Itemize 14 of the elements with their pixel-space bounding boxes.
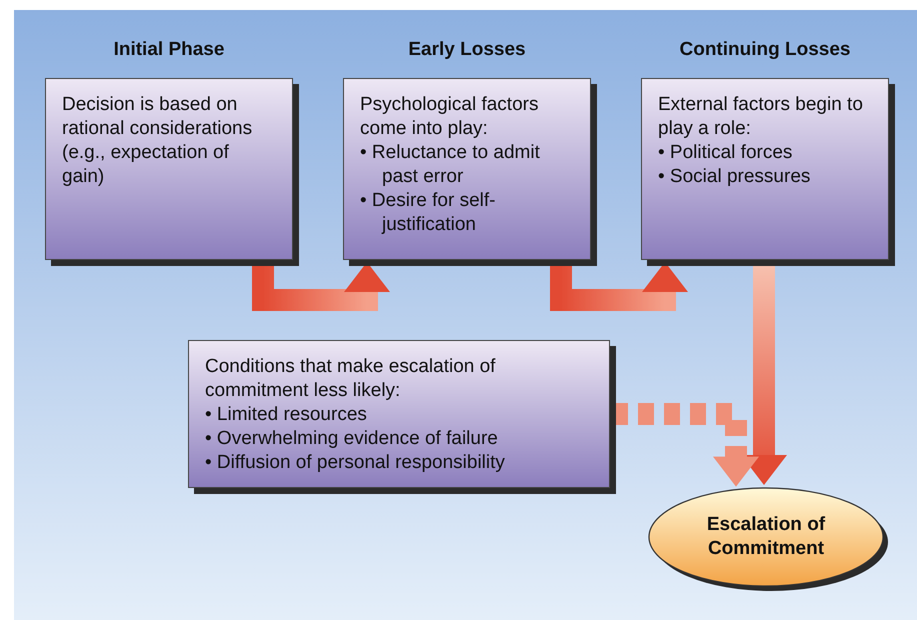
box-text: Decision is based on rational considerations (e.g., expectation of gain): [62, 93, 254, 189]
phase-heading: Continuing Losses: [678, 38, 852, 62]
bullet-item: • Desire for self-justification: [360, 189, 496, 237]
bullet-item: • Diffusion of personal responsibility: [205, 451, 506, 475]
bullet-item: • Reluctance to admit past error: [360, 141, 541, 189]
bullet-item: • Political forces: [658, 141, 794, 165]
phase-heading: Initial Phase: [112, 38, 226, 62]
box-text: External factors begin to play a role:: [658, 93, 864, 141]
box-text: Conditions that make escalation of commitment less likely:: [205, 355, 496, 403]
box-text: Psychological factors come into play:: [360, 93, 540, 141]
bullet-item: • Overwhelming evidence of failure: [205, 427, 499, 451]
bullet-item: • Limited resources: [205, 403, 368, 427]
phase-heading: Early Losses: [407, 38, 527, 62]
bullet-item: • Social pressures: [658, 165, 812, 189]
